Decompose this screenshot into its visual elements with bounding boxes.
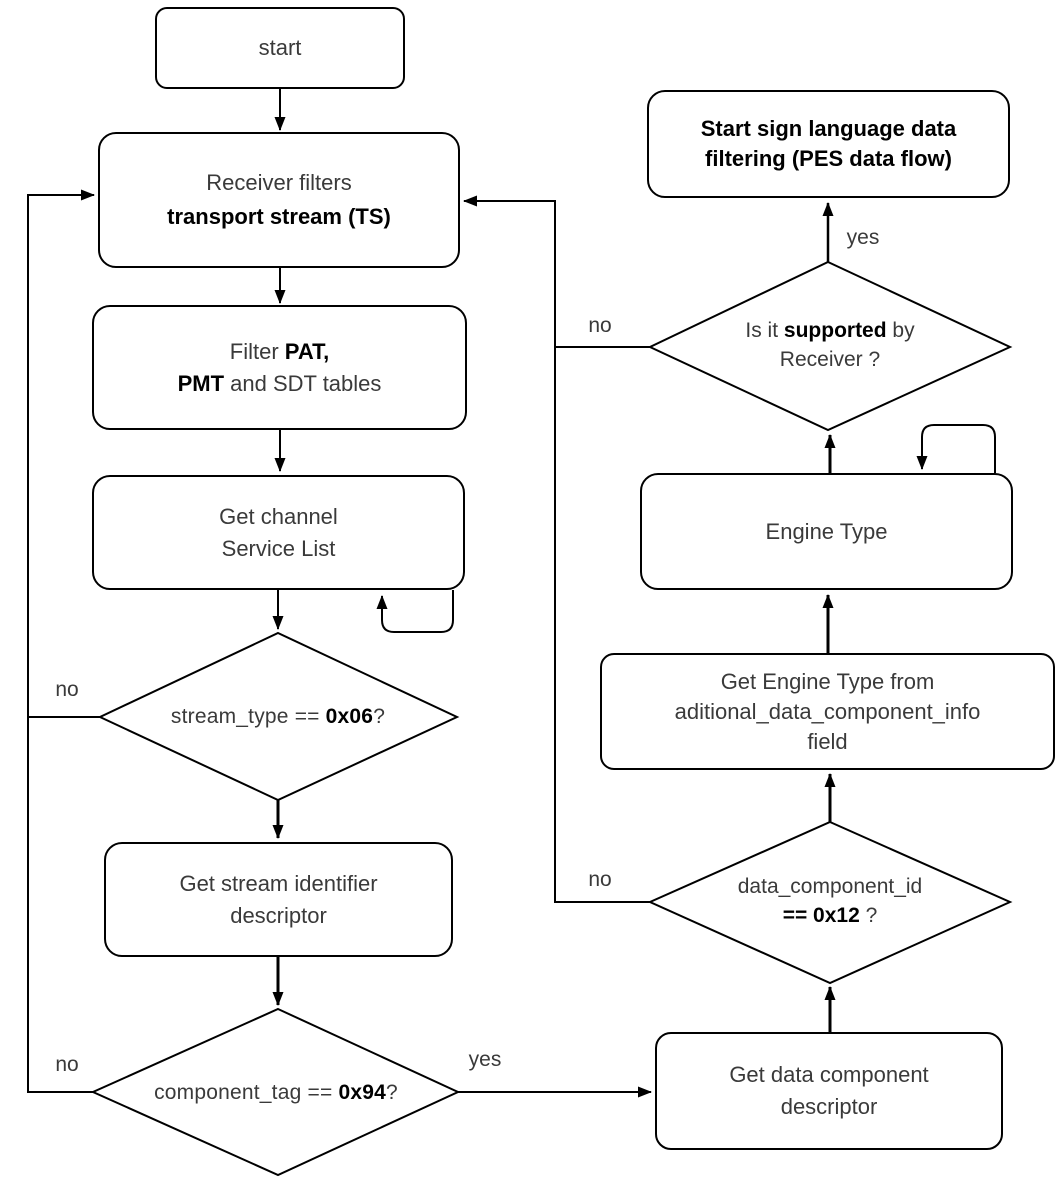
label-stream-type-no: no (55, 678, 79, 701)
node-get-stream-identifier-line2: descriptor (230, 902, 327, 928)
node-get-channel: Get channel Service List (92, 475, 465, 590)
node-receiver-filters-line2: transport stream (TS) (167, 204, 391, 229)
edge-component-tag-no-return (27, 189, 95, 1093)
node-get-channel-line2: Service List (221, 535, 336, 561)
node-get-data-component-line2: descriptor (780, 1094, 878, 1119)
label-component-tag-yes: yes (468, 1048, 502, 1071)
node-receiver-filters-line1: Receiver filters (206, 170, 352, 195)
node-start-label: start (258, 35, 302, 60)
node-start-sign-language-line2: filtering (PES data flow) (705, 146, 952, 171)
node-receiver-filters: Receiver filters transport stream (TS) (98, 132, 460, 268)
node-engine-type-label: Engine Type (765, 518, 888, 544)
node-start-sign-language: Start sign language data filtering (PES … (647, 90, 1010, 198)
node-get-channel-line1: Get channel (219, 503, 338, 529)
node-get-engine-type-line3: field (807, 728, 848, 754)
loop-get-channel (376, 590, 454, 633)
decision-component-tag-shape (90, 1007, 461, 1177)
node-start: start (155, 7, 405, 89)
decision-stream-type-shape (97, 631, 460, 802)
node-filter-tables-l1s2: PAT, (284, 338, 330, 364)
node-get-engine-type: Get Engine Type from aditional_data_comp… (600, 653, 1055, 770)
label-data-component-no: no (588, 868, 612, 891)
loop-engine-type (916, 424, 996, 473)
node-engine-type: Engine Type (640, 473, 1013, 590)
node-start-sign-language-line1: Start sign language data (700, 116, 957, 141)
node-get-engine-type-line1: Get Engine Type from (720, 668, 935, 694)
node-get-stream-identifier: Get stream identifier descriptor (104, 842, 453, 957)
node-get-stream-identifier-line1: Get stream identifier (179, 870, 378, 896)
label-supported-yes: yes (846, 226, 880, 249)
label-supported-no: no (588, 314, 612, 337)
label-component-tag-no: no (55, 1053, 79, 1076)
node-filter-tables-l2s1: PMT (177, 370, 225, 396)
edge-data-component-no-return (463, 195, 650, 903)
node-filter-tables: Filter PAT, PMT and SDT tables (92, 305, 467, 430)
node-get-data-component: Get data component descriptor (655, 1032, 1003, 1150)
decision-supported-shape (647, 260, 1013, 432)
node-filter-tables-l1s1: Filter (229, 338, 285, 364)
node-get-engine-type-line2: aditional_data_component_info (674, 698, 981, 724)
decision-data-component-shape (647, 820, 1013, 985)
node-filter-tables-l2s2: and SDT tables (224, 370, 382, 396)
node-get-data-component-line1: Get data component (729, 1062, 929, 1087)
